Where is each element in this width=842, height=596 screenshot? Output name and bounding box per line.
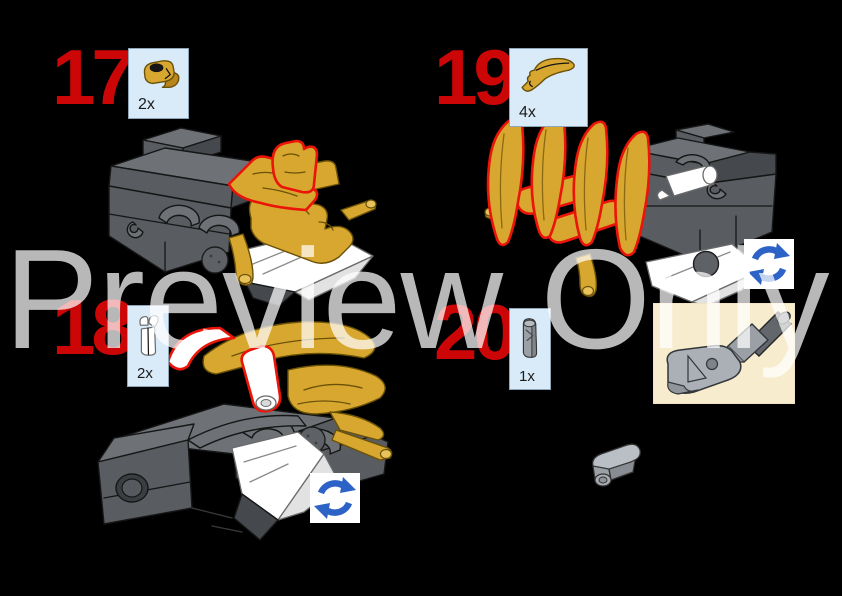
part-count-17: 2x [138, 96, 155, 113]
step-number-18: 18 [52, 283, 135, 371]
step-number-19: 19 [434, 33, 517, 121]
step-number-17: 17 [52, 33, 135, 121]
assembly-illustration-18 [97, 321, 393, 541]
detail-inset-illustration [666, 311, 793, 395]
parts-box-18: 2x [127, 305, 169, 387]
part-count-20: 1x [519, 368, 535, 385]
assembly-illustration-20 [592, 443, 641, 487]
parts-box-17: 2x [128, 48, 189, 119]
part-count-19: 4x [519, 104, 536, 121]
part-count-18: 2x [137, 365, 153, 382]
rotate-model-icon [310, 473, 360, 523]
part-thumb-gray-clip-icon [522, 318, 538, 358]
parts-box-19: 4x [509, 48, 588, 127]
assembly-illustration-19 [484, 114, 777, 307]
detail-inset-box [653, 303, 795, 404]
step-number-20: 20 [434, 288, 517, 376]
part-thumb-gold-clip-plate-icon [143, 60, 180, 89]
rotate-arrows-icon [748, 243, 790, 285]
rotate-model-icon [744, 239, 794, 289]
parts-box-20: 1x [509, 308, 551, 390]
part-thumb-white-clip-icon [139, 315, 159, 356]
rotate-arrows-icon [314, 477, 356, 519]
part-thumb-gold-claw-icon [521, 57, 575, 92]
assembly-illustration-17 [108, 127, 377, 307]
